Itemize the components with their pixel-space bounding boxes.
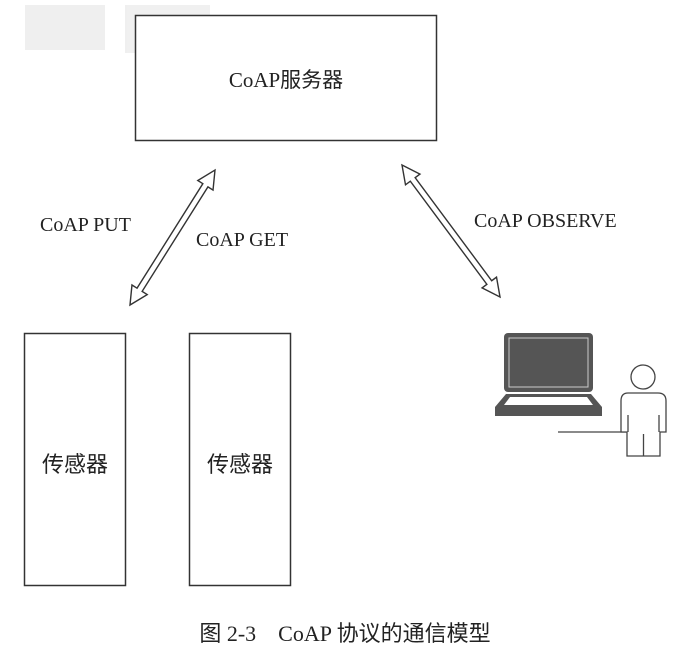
sensor-box-2	[188, 332, 292, 587]
server-box	[134, 14, 438, 142]
user-icon	[558, 364, 667, 457]
sensor-box-1	[23, 332, 127, 587]
sensor-label-2: 传感器	[206, 452, 274, 477]
coap-observe-label: CoAP OBSERVE	[474, 210, 617, 232]
double-arrow-sensors	[129, 168, 216, 307]
laptop-icon	[495, 333, 602, 416]
server-label: CoAP服务器	[228, 68, 344, 92]
double-arrow-observe	[401, 163, 501, 299]
sensor-label-1: 传感器	[41, 452, 109, 477]
coap-get-label: CoAP GET	[196, 229, 289, 251]
coap-put-label: CoAP PUT	[40, 214, 131, 236]
figure-caption: 图 2-3 CoAP 协议的通信模型	[199, 621, 491, 646]
